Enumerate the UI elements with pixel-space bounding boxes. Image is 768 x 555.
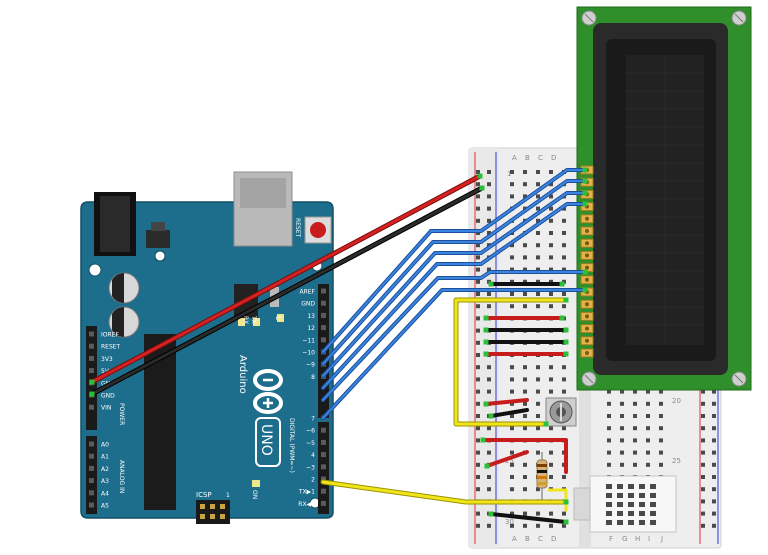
lcd-character-grid xyxy=(626,55,704,345)
power-pin-label-3: 5V xyxy=(101,368,110,375)
analog-pin-label-4: A4 xyxy=(101,490,109,497)
col-letter-i: I xyxy=(648,535,650,543)
col-letter-b-bottom: B xyxy=(525,535,530,543)
l-label: L xyxy=(274,316,282,320)
arduino-uno-board: RESET TX RX L ON Arduino xyxy=(80,171,334,524)
col-letter-b: B xyxy=(525,154,530,162)
wire-red-jumper-4 xyxy=(481,438,568,474)
arduino-logo-icon xyxy=(253,369,283,414)
col-letter-f: F xyxy=(609,535,613,543)
lcd-module xyxy=(576,6,752,391)
digital-pin-label-bottom-7: RX◀0 xyxy=(298,501,315,508)
digital-pin-label-top-1: GND xyxy=(301,301,315,308)
rx-label: RX xyxy=(242,316,249,324)
power-pin-label-1: RESET xyxy=(101,344,121,351)
power-pin-label-5: GND xyxy=(101,393,115,400)
dht-sensor xyxy=(573,475,677,533)
wire-red-jumper-3 xyxy=(484,398,529,406)
power-pin-label-2: 3V3 xyxy=(101,356,113,363)
analog-pin-label-0: A0 xyxy=(101,442,109,449)
power-pin-label-0: IOREF xyxy=(101,332,119,339)
digital-pin-label-top-7: 8 xyxy=(311,374,315,381)
digital-pin-label-top-4: ~11 xyxy=(302,337,315,344)
row-number-25: 25 xyxy=(505,457,514,465)
row-number-25-right: 25 xyxy=(672,457,681,465)
digital-pin-label-bottom-6: TX▶1 xyxy=(298,489,315,496)
col-letter-a: A xyxy=(512,154,517,162)
digital-pin-label-top-6: ~9 xyxy=(306,362,315,369)
col-letter-h: H xyxy=(635,535,640,543)
digital-pin-label-top-0: AREF xyxy=(299,289,315,296)
digital-top-pin-labels: AREF GND 13 12 ~11 ~10 ~9 8 xyxy=(299,289,315,381)
digital-pin-label-bottom-3: 4 xyxy=(311,452,315,459)
wire-black-jumper-5 xyxy=(489,512,568,524)
row-number-1: 1 xyxy=(507,170,511,178)
lcd-mount-screws xyxy=(581,10,747,387)
row-number-30: 30 xyxy=(505,518,514,526)
wire-end-pins xyxy=(89,167,588,525)
digital-pin-label-top-2: 13 xyxy=(307,313,315,320)
col-letter-d: D xyxy=(551,154,556,162)
power-pin-label-6: VIN xyxy=(101,405,111,412)
col-letter-c-bottom: C xyxy=(538,535,543,543)
wire-black-jumper-4 xyxy=(489,408,529,418)
wire-red-jumper-5 xyxy=(485,450,529,468)
wires xyxy=(89,168,587,524)
analog-pin-label-3: A3 xyxy=(101,478,109,485)
power-header xyxy=(86,326,97,430)
icsp-header xyxy=(196,500,230,524)
tx-label: TX xyxy=(250,315,257,324)
power-section-label: POWER xyxy=(118,403,125,425)
col-letter-a-bottom: A xyxy=(512,535,517,543)
potentiometer xyxy=(545,397,577,427)
digital-pin-label-bottom-0: 7 xyxy=(311,416,315,423)
digital-pin-label-top-5: ~10 xyxy=(302,350,315,357)
analog-pin-label-5: A5 xyxy=(101,503,109,510)
col-letter-j: J xyxy=(660,535,663,543)
resistor xyxy=(536,452,548,500)
analog-pin-label-1: A1 xyxy=(101,454,109,461)
reset-label: RESET xyxy=(294,218,301,238)
model-label: UNO xyxy=(258,424,274,456)
digital-pin-label-top-3: 12 xyxy=(307,325,315,332)
analog-pin-label-2: A2 xyxy=(101,466,109,473)
digital-pin-label-bottom-5: 2 xyxy=(311,477,315,484)
brand-label: Arduino xyxy=(237,355,248,394)
analog-header xyxy=(86,436,97,514)
row-number-20: 20 xyxy=(672,397,681,405)
analog-section-label: ANALOG IN xyxy=(118,460,125,493)
voltage-regulator xyxy=(146,230,170,248)
icsp-pin-one-label: 1 xyxy=(226,492,230,499)
digital-pin-label-bottom-4: ~3 xyxy=(306,464,315,471)
digital-bottom-pin-labels: 7 ~6 ~5 4 ~3 2TX▶1RX◀0 xyxy=(298,416,315,508)
uno-badge: UNO xyxy=(255,417,281,467)
on-label: ON xyxy=(251,490,258,499)
col-letter-d-bottom: D xyxy=(551,535,556,543)
digital-pin-label-bottom-1: ~6 xyxy=(306,428,315,435)
col-letter-c: C xyxy=(538,154,543,162)
col-letter-g: G xyxy=(622,535,627,543)
icsp-label: ICSP xyxy=(196,491,212,499)
digital-pin-label-bottom-2: ~5 xyxy=(306,440,315,447)
digital-section-label: DIGITAL (PWM=~) xyxy=(288,418,295,473)
